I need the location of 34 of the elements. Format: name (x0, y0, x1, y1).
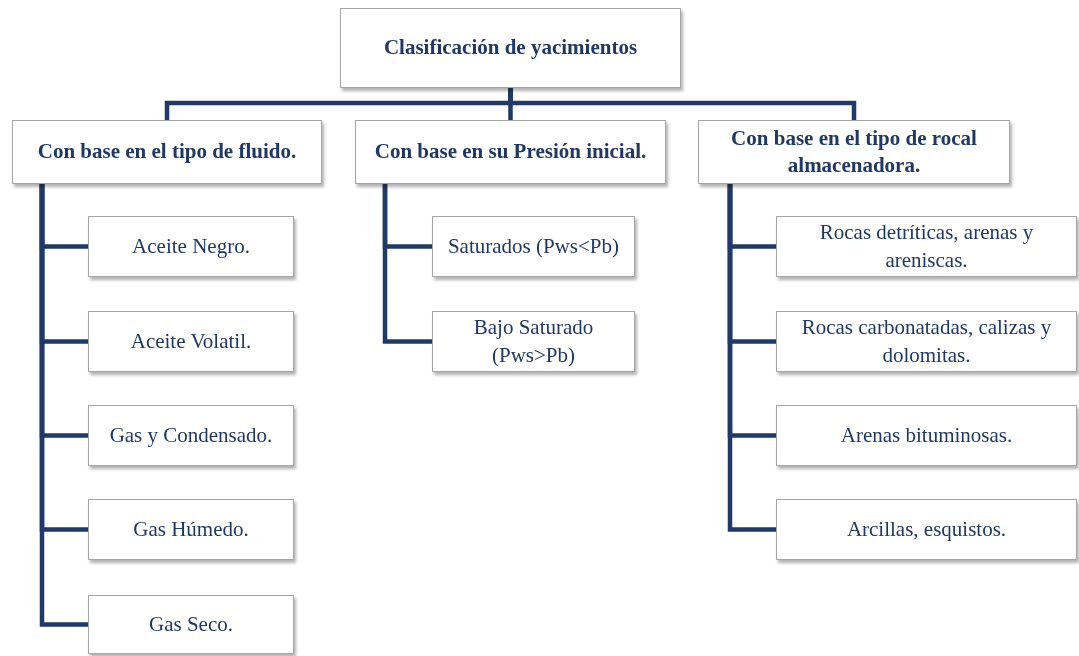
box-label: Arcillas, esquistos. (846, 515, 1007, 543)
category-box (698, 120, 1010, 184)
item-box (776, 405, 1077, 466)
item-box (88, 595, 294, 654)
category-box (12, 120, 322, 184)
item-box (88, 311, 294, 372)
box-label: Rocas carbonatadas, calizas y dolomitas. (800, 314, 1053, 369)
box-label: Aceite Volatil. (130, 327, 252, 355)
item-box (88, 216, 294, 277)
box-label: Gas Seco. (149, 610, 233, 638)
box-label: Clasificación de yacimientos (383, 34, 638, 62)
box-label: Con base en el tipo de rocal almacenadora. (730, 124, 978, 179)
item-box (432, 216, 635, 277)
connector-line (727, 184, 776, 532)
box-label: Gas y Condensado. (109, 421, 273, 449)
item-box (776, 311, 1077, 372)
box-label: Arenas bituminosas. (840, 421, 1013, 449)
title-box (340, 8, 681, 88)
item-box (88, 405, 294, 466)
box-label: Rocas detríticas, arenas y areniscas. (818, 219, 1035, 274)
item-box (776, 499, 1077, 560)
box-label: Bajo Saturado (Pws>Pb) (472, 314, 595, 369)
box-label: Con base en su Presión inicial. (374, 138, 647, 166)
box-label: Con base en el tipo de fluido. (37, 138, 297, 166)
box-label: Gas Húmedo. (133, 515, 249, 543)
box-label: Aceite Negro. (132, 232, 250, 260)
item-box (432, 311, 635, 372)
item-box (776, 216, 1077, 277)
box-label: Saturados (Pws<Pb) (447, 232, 620, 260)
category-box (355, 120, 666, 184)
item-box (88, 499, 294, 560)
connector-line (508, 88, 857, 120)
connector-line (39, 184, 88, 627)
connector-line (382, 184, 432, 344)
